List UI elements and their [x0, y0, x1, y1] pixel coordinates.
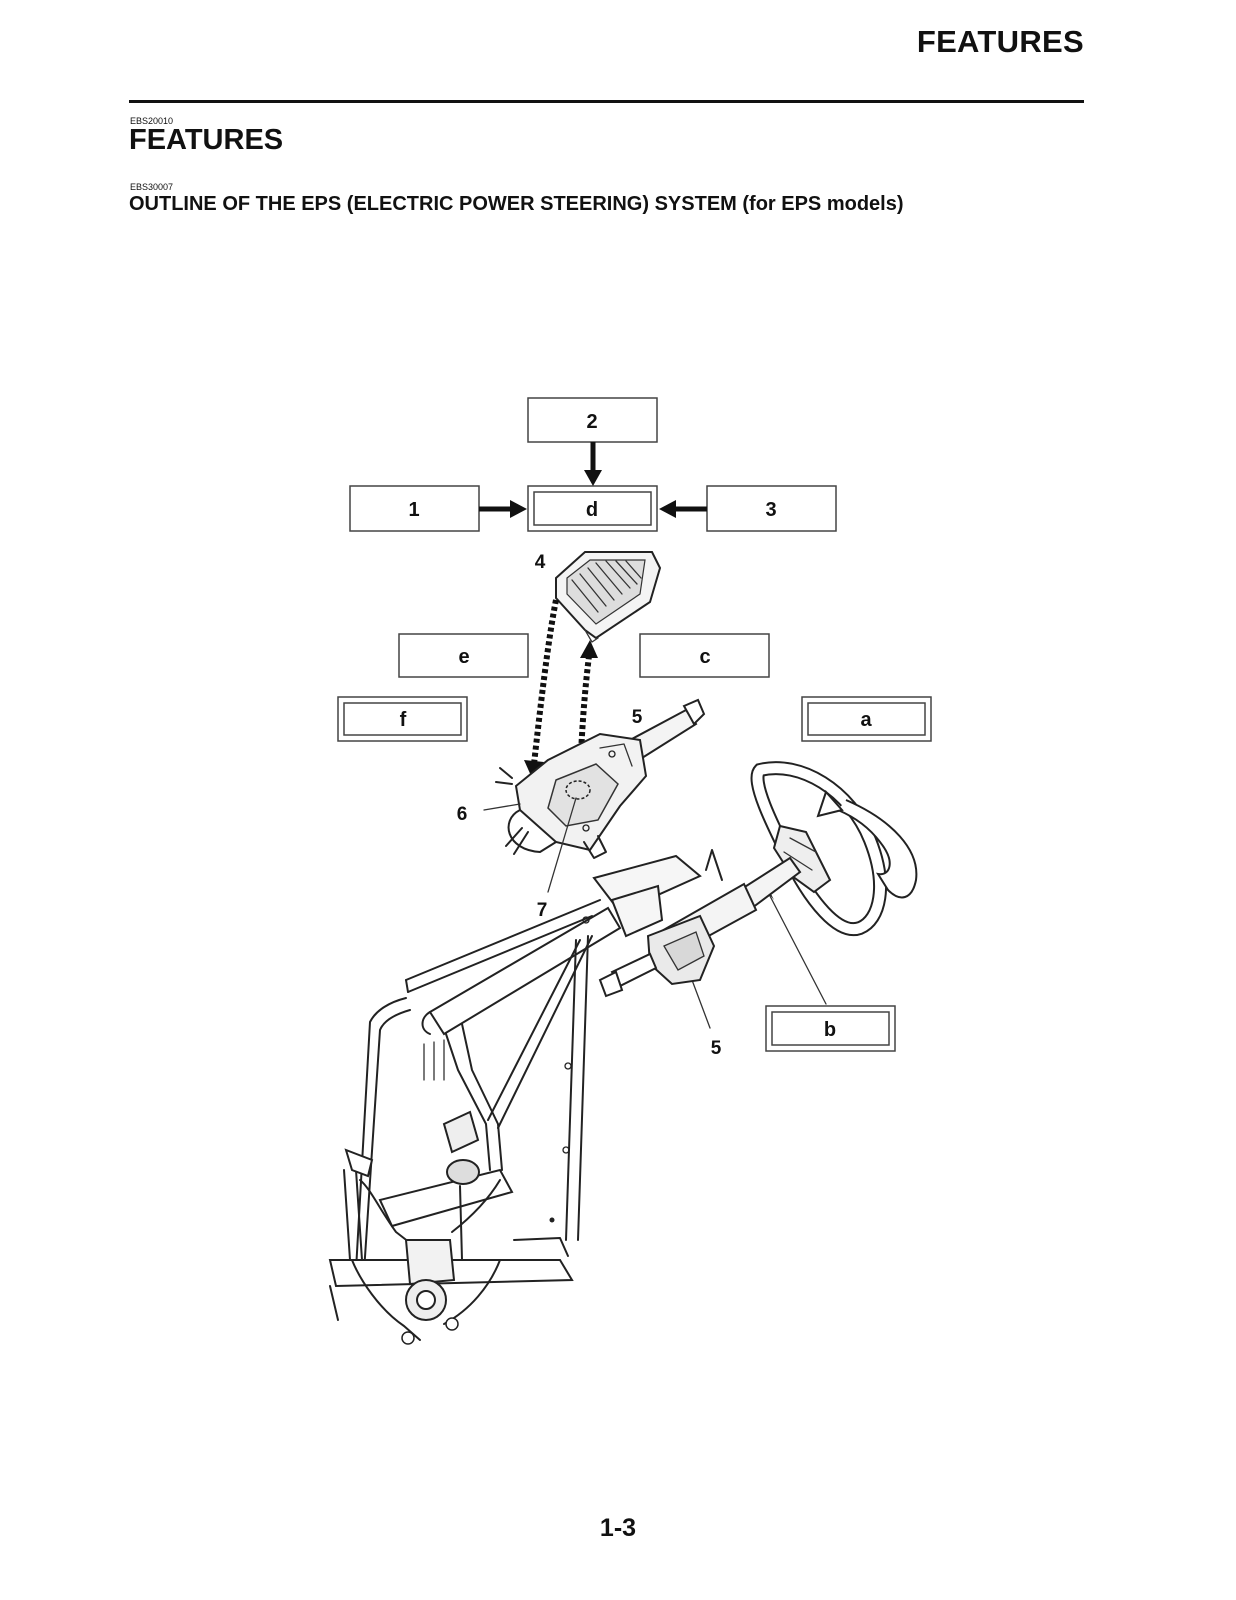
ecu-unit-illustration [555, 551, 662, 643]
header-rule [129, 100, 1084, 103]
eps-diagram: 2 1 d 3 e c f a b [328, 397, 932, 1345]
eps-unit-detail-illustration [495, 698, 706, 859]
box-2: 2 [527, 397, 658, 443]
svg-text:f: f [400, 709, 407, 731]
arrow-3-to-d [659, 500, 707, 518]
svg-text:3: 3 [765, 499, 776, 521]
box-a: a [801, 696, 932, 742]
svg-text:e: e [458, 646, 469, 668]
vehicle-frame-illustration [328, 854, 702, 1345]
svg-text:d: d [586, 499, 598, 521]
section-title: FEATURES [129, 124, 284, 156]
dashed-arrow-sensor-to-ecu [577, 640, 598, 779]
arrow-2-to-d [584, 442, 602, 486]
callout-5-top: 5 [632, 707, 643, 728]
leader-6 [483, 803, 521, 811]
box-f: f [337, 696, 468, 742]
callout-6: 6 [457, 804, 468, 825]
callout-7: 7 [537, 900, 548, 921]
leader-b [769, 895, 827, 1005]
box-d: d [527, 485, 658, 532]
callout-5-bottom: 5 [711, 1038, 722, 1059]
arrow-1-to-d [479, 500, 527, 518]
box-3: 3 [706, 485, 837, 532]
box-b: b [765, 1005, 896, 1052]
page-header-title: FEATURES [916, 24, 1084, 59]
leader-7 [547, 797, 577, 893]
page-number: 1-3 [599, 1514, 637, 1542]
subsection-code: EBS30007 [130, 182, 174, 192]
box-c: c [639, 633, 770, 678]
steering-wheel-illustration [750, 761, 918, 937]
svg-text:1: 1 [408, 499, 419, 521]
svg-text:b: b [824, 1019, 836, 1041]
subsection-title: OUTLINE OF THE EPS (ELECTRIC POWER STEER… [129, 193, 904, 215]
svg-text:a: a [860, 709, 872, 731]
steering-column-assembly-illustration [598, 849, 802, 998]
box-e: e [398, 633, 529, 678]
box-1: 1 [349, 485, 480, 532]
svg-text:2: 2 [586, 411, 597, 433]
svg-text:c: c [699, 646, 710, 668]
callout-4: 4 [535, 552, 546, 573]
dashed-arrow-ecu-to-motor [524, 599, 559, 778]
section-code: EBS20010 [130, 116, 174, 126]
